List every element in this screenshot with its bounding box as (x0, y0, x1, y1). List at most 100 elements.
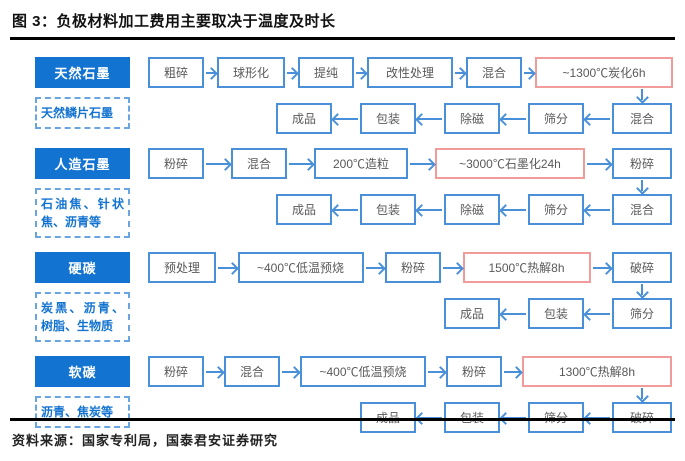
arrow-left-icon (502, 312, 526, 315)
arrow-right-icon (356, 71, 365, 74)
arrow-down-icon (641, 89, 643, 100)
step-box: 包装 (360, 103, 416, 134)
step-box: 粗碎 (148, 57, 204, 88)
step-box: 筛分 (528, 103, 584, 134)
arrow-right-icon (365, 266, 383, 269)
arrow-right-icon (410, 162, 433, 165)
flowchart: 天然石墨 天然鳞片石墨 粗碎 球形化 提纯 改性处理 混合 ~1300℃炭化6h (0, 40, 685, 433)
step-box: 粉碎 (612, 148, 672, 179)
arrow-right-icon (587, 162, 610, 165)
flow-line-2: 成品 包装 筛分 (148, 298, 672, 329)
arrow-down-icon (641, 180, 643, 191)
row-left-column: 软碳 沥青、焦炭等 (35, 356, 130, 433)
step-box: 粉碎 (385, 252, 441, 283)
step-box: 混合 (224, 356, 280, 387)
arrow-right-icon (592, 266, 610, 269)
material-note: 沥青、焦炭等 (35, 396, 130, 428)
connector-row (148, 179, 672, 194)
step-box: 包装 (360, 194, 416, 225)
step-box: 筛分 (612, 298, 672, 329)
arrow-down-icon (641, 388, 643, 399)
flow-line-1: 粉碎 混合 ~400℃低温预烧 粉碎 1300℃热解8h (148, 356, 672, 387)
arrow-left-icon (586, 208, 610, 211)
material-note: 天然鳞片石墨 (35, 97, 130, 129)
arrow-left-icon (334, 208, 358, 211)
flow-line-2: 成品 包装 除磁 筛分 混合 (148, 103, 672, 134)
connector-row (148, 387, 672, 402)
row-left-column: 硬碳 炭黑、沥青、树脂、生物质 (35, 252, 130, 342)
arrow-left-icon (418, 208, 442, 211)
step-box: 混合 (612, 103, 672, 134)
arrow-left-icon (502, 208, 526, 211)
arrow-left-icon (502, 117, 526, 120)
step-box: 成品 (360, 402, 416, 433)
arrow-right-icon (524, 71, 533, 74)
flow-line-1: 粗碎 球形化 提纯 改性处理 混合 ~1300℃炭化6h (148, 57, 673, 88)
arrow-right-icon (504, 370, 520, 373)
arrow-right-icon (282, 370, 298, 373)
step-box: 球形化 (217, 57, 285, 88)
step-box-highlight: ~3000℃石墨化24h (435, 148, 585, 179)
flow-lanes: 粉碎 混合 ~400℃低温预烧 粉碎 1300℃热解8h 成品 包装 筛分 (148, 356, 672, 433)
arrow-left-icon (418, 416, 442, 419)
step-box: 提纯 (298, 57, 354, 88)
arrow-left-icon (586, 312, 610, 315)
category-label: 人造石墨 (35, 148, 130, 179)
step-box-highlight: 1500℃热解8h (462, 252, 591, 283)
arrow-right-icon (218, 266, 236, 269)
step-box: 200℃造粒 (314, 148, 408, 179)
step-box: 改性处理 (367, 57, 453, 88)
arrow-right-icon (206, 162, 229, 165)
step-box: 预处理 (148, 252, 216, 283)
flow-line-2: 成品 包装 除磁 筛分 混合 (148, 194, 672, 225)
arrow-left-icon (334, 117, 358, 120)
flow-row-hard-carbon: 硬碳 炭黑、沥青、树脂、生物质 预处理 ~400℃低温预烧 粉碎 1500℃热解… (35, 252, 672, 342)
step-box-highlight: 1300℃热解8h (522, 356, 672, 387)
arrow-right-icon (289, 162, 312, 165)
step-box: 破碎 (612, 402, 672, 433)
flow-row-artificial-graphite: 人造石墨 石油焦、针状焦、沥青等 粉碎 混合 200℃造粒 ~3000℃石墨化2… (35, 148, 672, 238)
flow-line-1: 粉碎 混合 200℃造粒 ~3000℃石墨化24h 粉碎 (148, 148, 672, 179)
arrow-right-icon (428, 370, 444, 373)
step-box: 包装 (444, 402, 500, 433)
step-box: 筛分 (528, 194, 584, 225)
flow-line-1: 预处理 ~400℃低温预烧 粉碎 1500℃热解8h 破碎 (148, 252, 672, 283)
arrow-down-icon (641, 284, 643, 295)
material-note: 石油焦、针状焦、沥青等 (35, 188, 130, 238)
flow-row-natural-graphite: 天然石墨 天然鳞片石墨 粗碎 球形化 提纯 改性处理 混合 ~1300℃炭化6h (35, 57, 673, 134)
step-box: 混合 (466, 57, 522, 88)
arrow-left-icon (502, 416, 526, 419)
step-box: 成品 (444, 298, 500, 329)
category-label: 天然石墨 (35, 57, 130, 88)
source-note: 资料来源：国家专利局，国泰君安证券研究 (10, 418, 675, 461)
figure-title: 图 3：负极材料加工费用主要取决于温度及时长 (10, 0, 675, 40)
material-note: 炭黑、沥青、树脂、生物质 (35, 292, 130, 342)
step-box: 粉碎 (148, 356, 204, 387)
step-box: 混合 (231, 148, 287, 179)
step-box-highlight: ~1300℃炭化6h (535, 57, 673, 88)
step-box: 粉碎 (446, 356, 502, 387)
flow-line-2: 成品 包装 筛分 破碎 (148, 402, 672, 433)
arrow-left-icon (418, 117, 442, 120)
connector-row (148, 283, 672, 298)
row-left-column: 天然石墨 天然鳞片石墨 (35, 57, 130, 134)
category-label: 硬碳 (35, 252, 130, 283)
arrow-right-icon (287, 71, 296, 74)
step-box: ~400℃低温预烧 (300, 356, 426, 387)
row-left-column: 人造石墨 石油焦、针状焦、沥青等 (35, 148, 130, 238)
step-box: 破碎 (612, 252, 672, 283)
arrow-left-icon (586, 117, 610, 120)
flow-lanes: 粉碎 混合 200℃造粒 ~3000℃石墨化24h 粉碎 成品 包装 除磁 (148, 148, 672, 238)
flow-lanes: 预处理 ~400℃低温预烧 粉碎 1500℃热解8h 破碎 成品 包装 筛分 (148, 252, 672, 342)
step-box: 成品 (276, 103, 332, 134)
arrow-right-icon (455, 71, 464, 74)
arrow-left-icon (586, 416, 610, 419)
step-box: ~400℃低温预烧 (237, 252, 364, 283)
step-box: 粉碎 (148, 148, 204, 179)
step-box: 混合 (612, 194, 672, 225)
step-box: 包装 (528, 298, 584, 329)
step-box: 成品 (276, 194, 332, 225)
step-box: 除磁 (444, 103, 500, 134)
arrow-right-icon (443, 266, 461, 269)
arrow-right-icon (206, 370, 222, 373)
